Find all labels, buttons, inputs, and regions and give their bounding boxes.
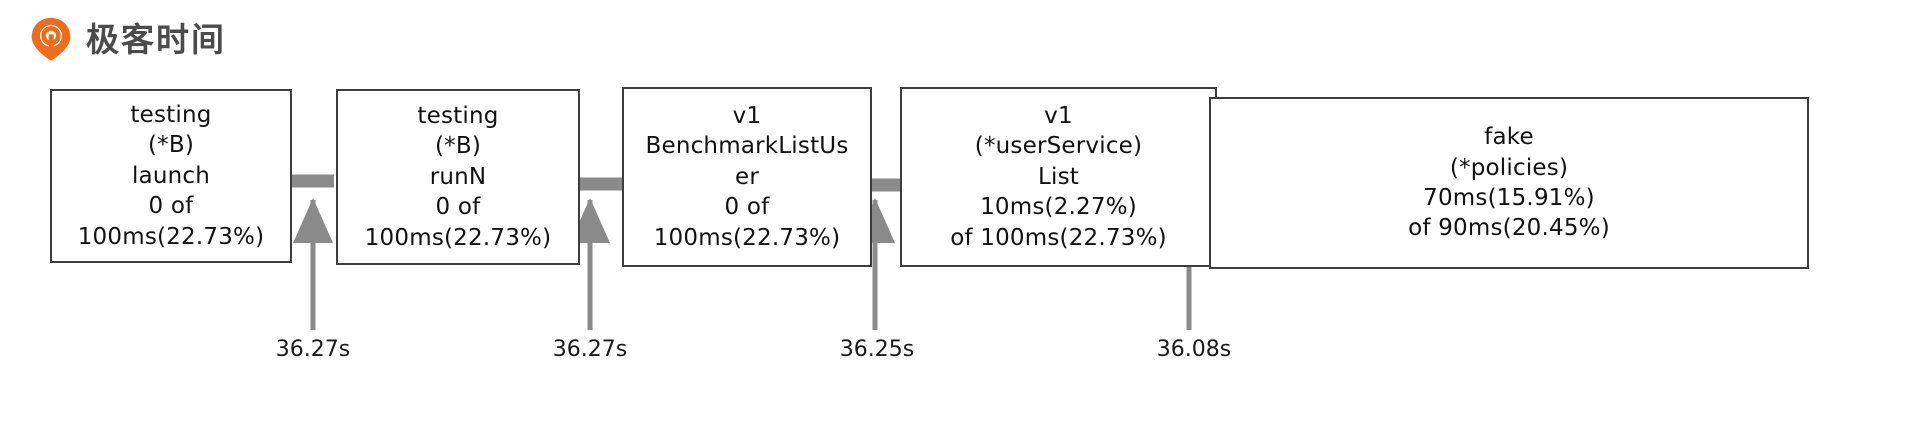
node-line: 0 of bbox=[435, 194, 481, 221]
node-line: (*B) bbox=[147, 132, 195, 159]
edge-label-e1: 36.27s bbox=[275, 337, 351, 362]
node-line: of 100ms(22.73%) bbox=[950, 224, 1167, 251]
node-line: fake bbox=[1484, 124, 1534, 151]
node-testing-b-launch[interactable]: testing (*B) launch 0 of 100ms(22.73%) bbox=[50, 89, 292, 263]
node-v1-userservice-list[interactable]: v1 (*userService) List 10ms(2.27%) of 10… bbox=[900, 87, 1217, 267]
node-fake-policies[interactable]: fake (*policies) 70ms(15.91%) of 90ms(20… bbox=[1209, 97, 1809, 269]
node-line: List bbox=[1037, 163, 1079, 190]
node-line: (*B) bbox=[434, 133, 482, 160]
node-line: launch bbox=[131, 162, 211, 189]
node-line: testing bbox=[130, 102, 212, 129]
node-line: (*userService) bbox=[974, 133, 1143, 160]
edge-label-e4: 36.08s bbox=[1156, 337, 1232, 362]
edge-label-e2: 36.27s bbox=[552, 337, 628, 362]
node-line: 10ms(2.27%) bbox=[980, 194, 1137, 221]
geektime-pin-icon bbox=[31, 17, 71, 61]
node-line: 100ms(22.73%) bbox=[77, 223, 265, 250]
node-line: v1 bbox=[1044, 103, 1073, 130]
edge-label-e3: 36.25s bbox=[839, 337, 915, 362]
brand-wordmark: 极客时间 bbox=[86, 19, 226, 59]
node-line: v1 bbox=[732, 103, 762, 130]
node-line: 0 of bbox=[148, 193, 194, 220]
node-line: 100ms(22.73%) bbox=[364, 224, 552, 251]
node-line: 100ms(22.73%) bbox=[653, 224, 841, 251]
node-line: 70ms(15.91%) bbox=[1423, 185, 1595, 211]
node-line: er bbox=[734, 163, 759, 190]
node-line: BenchmarkListUs bbox=[645, 133, 849, 160]
node-line: runN bbox=[429, 163, 487, 190]
node-testing-b-runn[interactable]: testing (*B) runN 0 of 100ms(22.73%) bbox=[336, 89, 580, 265]
node-line: 0 of bbox=[724, 194, 770, 221]
node-line: (*policies) bbox=[1449, 154, 1569, 181]
node-line: of 90ms(20.45%) bbox=[1408, 215, 1610, 242]
brand-logo: 极客时间 bbox=[28, 16, 226, 62]
node-v1-benchmarklistuser[interactable]: v1 BenchmarkListUs er 0 of 100ms(22.73%) bbox=[622, 87, 872, 267]
node-line: testing bbox=[417, 103, 499, 130]
